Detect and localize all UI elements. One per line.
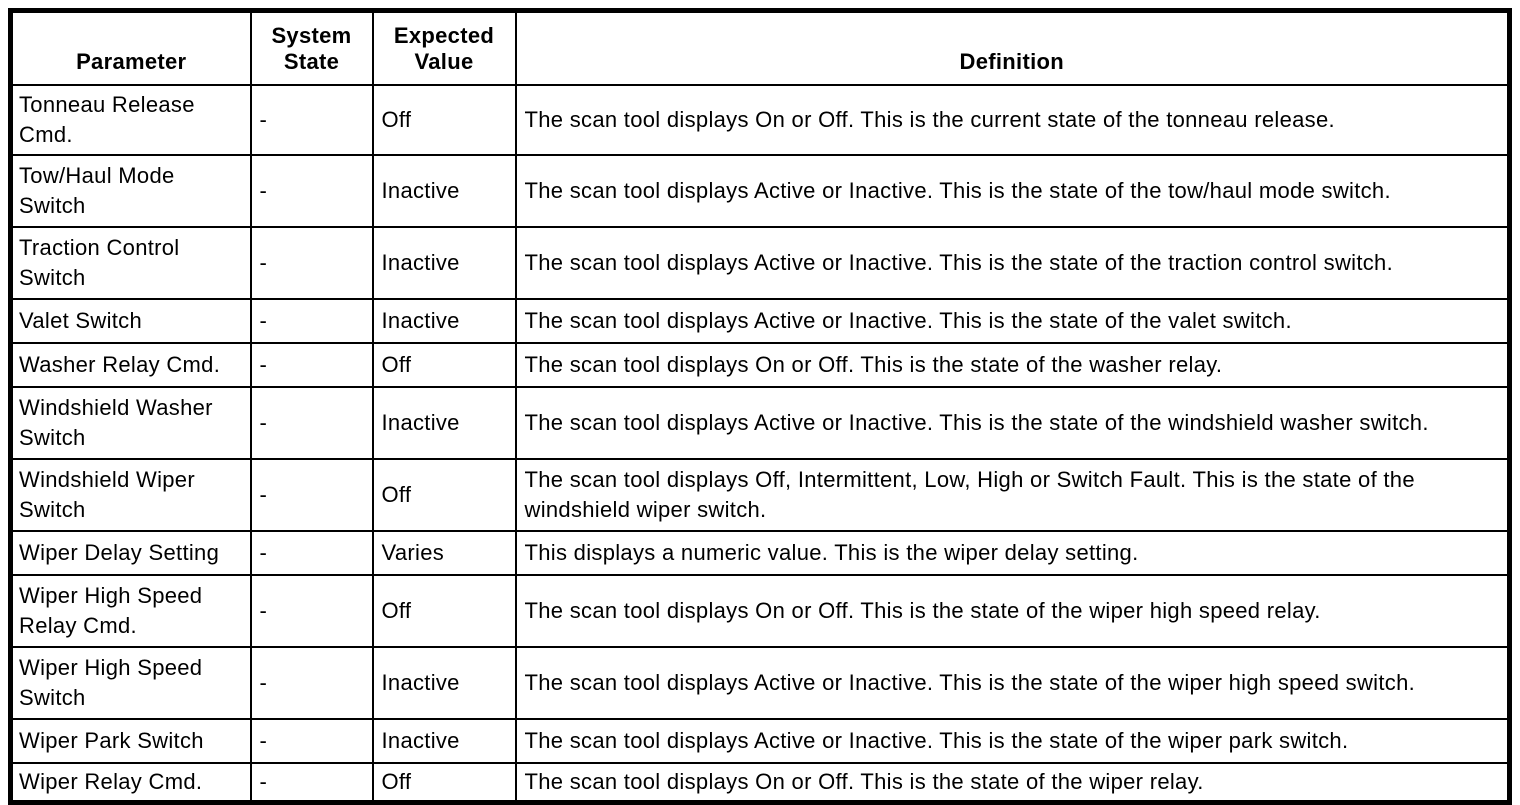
table-row: Valet Switch - Inactive The scan tool di… [9,297,1511,344]
system-state-cell: - [249,297,374,344]
definition-cell: The scan tool displays Off, Intermittent… [514,457,1511,532]
expected-value-cell: Inactive [371,225,517,300]
parameter-cell: Wiper High Speed Relay Cmd. [9,573,252,648]
parameter-cell: Wiper Park Switch [9,717,252,764]
definition-cell: This displays a numeric value. This is t… [514,529,1511,576]
table-row: Wiper High Speed Switch - Inactive The s… [9,645,1511,720]
expected-value-cell: Varies [371,529,517,576]
definition-cell: The scan tool displays Active or Inactiv… [514,225,1511,300]
parameter-cell: Tow/Haul Mode Switch [9,153,252,228]
header-row: Parameter System State Expected Value De… [9,9,1511,86]
system-state-cell: - [249,385,374,460]
table-row: Wiper High Speed Relay Cmd. - Off The sc… [9,573,1511,648]
expected-value-cell: Inactive [371,717,517,764]
table-row: Wiper Delay Setting - Varies This displa… [9,529,1511,576]
system-state-cell: - [249,717,374,764]
system-state-cell: - [249,225,374,300]
system-state-cell: - [249,341,374,388]
definition-cell: The scan tool displays Active or Inactiv… [514,297,1511,344]
definition-cell: The scan tool displays Active or Inactiv… [514,717,1511,764]
table-row: Traction Control Switch - Inactive The s… [9,225,1511,300]
system-state-cell: - [249,645,374,720]
expected-value-cell: Off [371,573,517,648]
system-state-cell: - [249,761,374,804]
definition-cell: The scan tool displays Active or Inactiv… [514,153,1511,228]
expected-value-cell: Inactive [371,297,517,344]
parameter-cell: Traction Control Switch [9,225,252,300]
parameter-cell: Washer Relay Cmd. [9,341,252,388]
table-row: Wiper Relay Cmd. - Off The scan tool dis… [9,761,1511,804]
system-state-cell: - [249,153,374,228]
table-row: Wiper Park Switch - Inactive The scan to… [9,717,1511,764]
document-page: Parameter System State Expected Value De… [8,8,1512,805]
expected-value-cell: Off [371,341,517,388]
expected-value-cell: Inactive [371,153,517,228]
system-state-cell: - [249,457,374,532]
parameter-cell: Valet Switch [9,297,252,344]
definition-cell: The scan tool displays Active or Inactiv… [514,645,1511,720]
scan-tool-parameters-table: Parameter System State Expected Value De… [8,8,1512,805]
parameter-cell: Wiper Relay Cmd. [9,761,252,804]
expected-value-cell: Inactive [371,385,517,460]
col-header-definition: Definition [514,9,1511,86]
definition-cell: The scan tool displays Active or Inactiv… [514,385,1511,460]
parameter-cell: Wiper High Speed Switch [9,645,252,720]
table-row: Tonneau Release Cmd. - Off The scan tool… [9,83,1511,156]
definition-cell: The scan tool displays On or Off. This i… [514,761,1511,804]
expected-value-cell: Off [371,83,517,156]
table-row: Windshield Washer Switch - Inactive The … [9,385,1511,460]
parameter-cell: Windshield Wiper Switch [9,457,252,532]
parameter-cell: Tonneau Release Cmd. [9,83,252,156]
expected-value-cell: Off [371,457,517,532]
col-header-expected-value: Expected Value [371,9,517,86]
expected-value-cell: Inactive [371,645,517,720]
system-state-cell: - [249,573,374,648]
table-row: Tow/Haul Mode Switch - Inactive The scan… [9,153,1511,228]
expected-value-cell: Off [371,761,517,804]
parameter-cell: Windshield Washer Switch [9,385,252,460]
col-header-system-state: System State [249,9,374,86]
system-state-cell: - [249,83,374,156]
definition-cell: The scan tool displays On or Off. This i… [514,83,1511,156]
col-header-parameter: Parameter [9,9,252,86]
definition-cell: The scan tool displays On or Off. This i… [514,573,1511,648]
definition-cell: The scan tool displays On or Off. This i… [514,341,1511,388]
system-state-cell: - [249,529,374,576]
parameter-cell: Wiper Delay Setting [9,529,252,576]
table-row: Washer Relay Cmd. - Off The scan tool di… [9,341,1511,388]
table-row: Windshield Wiper Switch - Off The scan t… [9,457,1511,532]
